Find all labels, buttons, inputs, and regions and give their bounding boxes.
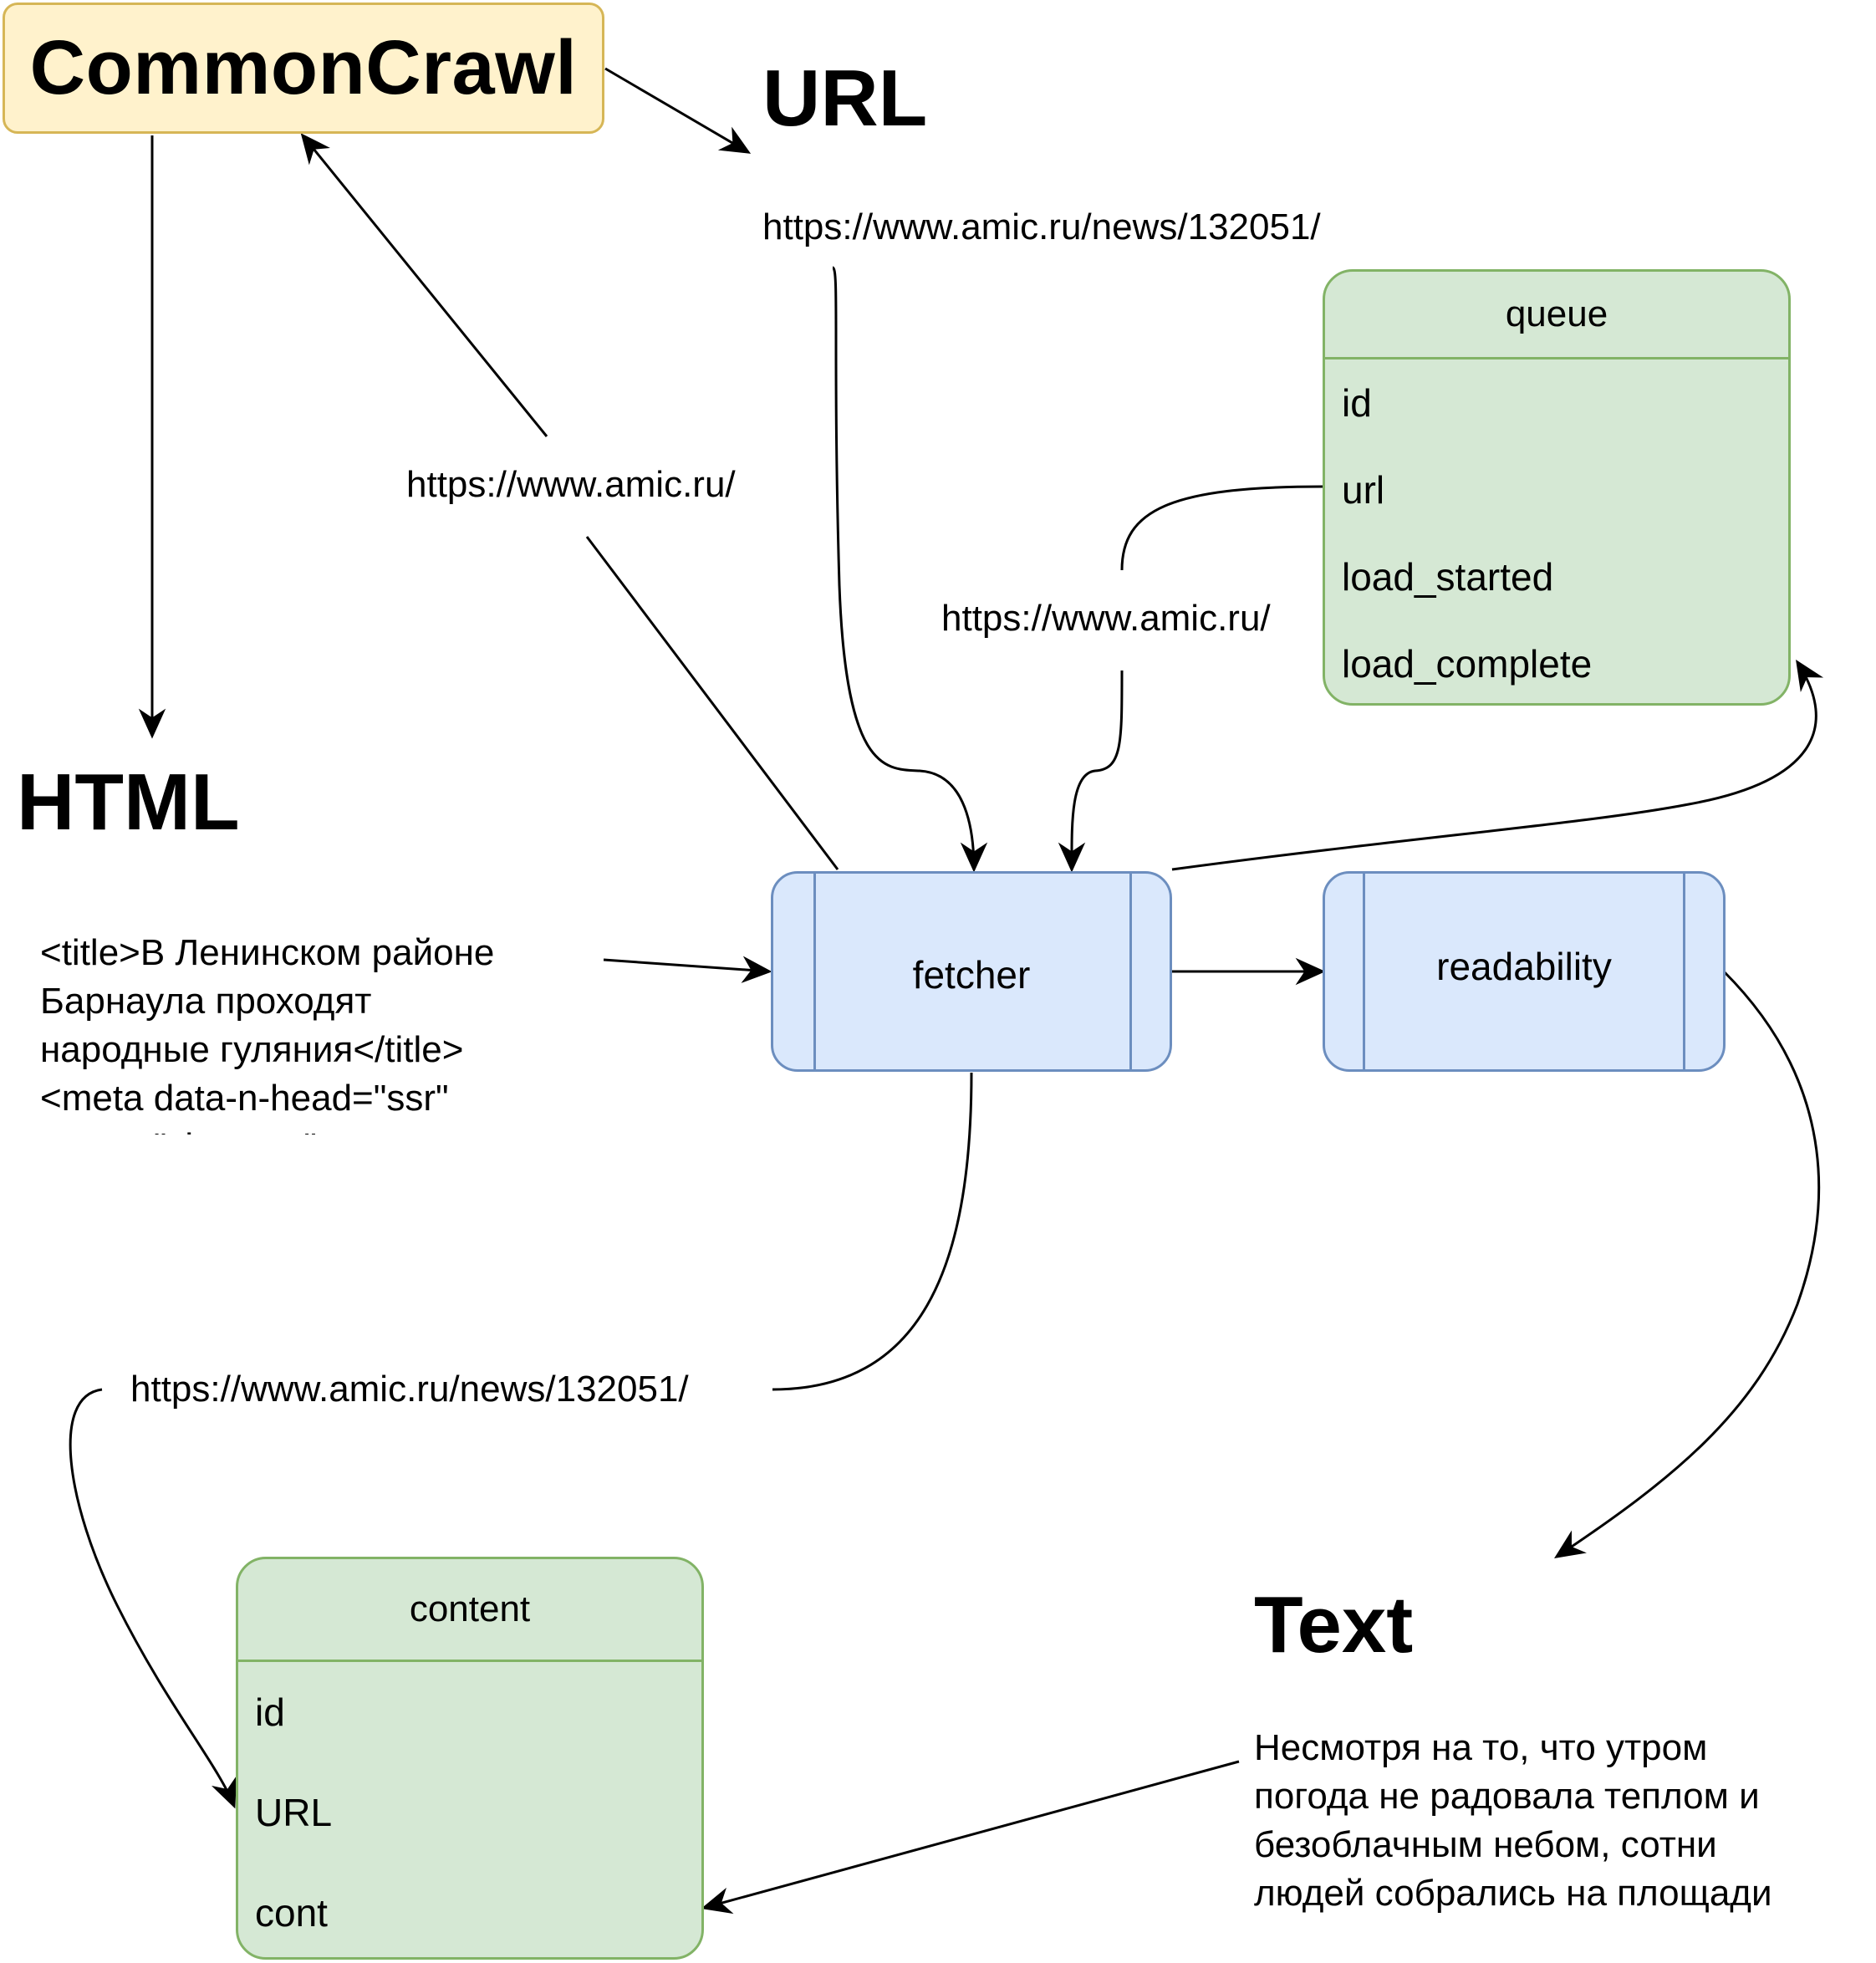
content-table: content id URL cont: [236, 1557, 704, 1960]
arrow-fetcher-to-commoncrawl: [303, 135, 839, 870]
html-snippet-line: <meta data-n-head="ssr": [40, 1078, 449, 1119]
url-heading: URL: [762, 54, 928, 143]
arrow-fetcher-to-queue: [1171, 659, 1824, 871]
process-bar: [1683, 874, 1685, 1069]
arrow-url-to-fetcher: [832, 266, 988, 873]
text-snippet-line: безоблачным небом, сотни: [1254, 1824, 1717, 1865]
url-value: https://www.amic.ru/news/132051/: [762, 206, 1321, 247]
commoncrawl-label: CommonCrawl: [29, 25, 578, 110]
queue-field: load_complete: [1342, 642, 1593, 686]
arrow-text-to-content: [701, 1760, 1240, 1915]
fetcher-label: fetcher: [912, 953, 1031, 997]
html-heading: HTML: [17, 757, 240, 847]
process-bar: [813, 874, 816, 1069]
arrow-html-to-fetcher: [603, 956, 772, 983]
process-bar: [1363, 874, 1365, 1069]
text-snippet-line: погода не радовала теплом и: [1254, 1776, 1760, 1817]
text-snippet-line: Несмотря на то, что утром: [1254, 1727, 1708, 1768]
content-field: id: [255, 1690, 285, 1734]
arrow-readability-to-text: [1554, 970, 1821, 1558]
commoncrawl-node: CommonCrawl: [3, 3, 604, 134]
queue-field: id: [1342, 381, 1372, 425]
queue-table: queue id url load_started load_complete: [1323, 269, 1791, 706]
html-snippet-line: name="viewport": [40, 1123, 592, 1134]
fetcher-process: fetcher: [771, 871, 1172, 1072]
content-field: cont: [255, 1891, 328, 1935]
readability-label: readability: [1436, 945, 1612, 988]
edge-label-queue-to-fetcher: https://www.amic.ru/: [941, 598, 1271, 639]
queue-field: load_started: [1342, 555, 1554, 599]
content-table-title: content: [238, 1559, 701, 1662]
queue-table-title: queue: [1325, 272, 1788, 359]
edge-label-fetcher-to-commoncrawl: https://www.amic.ru/: [406, 464, 736, 505]
arrow-fetcher-to-content: [69, 1072, 973, 1806]
text-snippet-line: людей собрались на площади: [1254, 1873, 1772, 1914]
content-field: URL: [255, 1791, 333, 1834]
process-bar: [1129, 874, 1132, 1069]
readability-process: readability: [1323, 871, 1726, 1072]
arrow-commoncrawl-to-url: [604, 67, 752, 154]
html-snippet-line: Барнаула проходят: [40, 981, 372, 1022]
text-heading: Text: [1254, 1580, 1414, 1670]
html-snippet-line: <title>В Ленинском районе: [40, 932, 495, 973]
html-snippet-line: народные гуляния</title>: [40, 1029, 464, 1070]
text-snippet: Несмотря на то, что утром погода не радо…: [1254, 1724, 1873, 1918]
html-snippet: <title>В Ленинском районе Барнаула прохо…: [40, 929, 592, 1134]
arrow-queue-url-to-fetcher: [1072, 485, 1323, 869]
edge-label-fetcher-to-content: https://www.amic.ru/news/132051/: [130, 1369, 689, 1410]
queue-field: url: [1342, 468, 1385, 512]
